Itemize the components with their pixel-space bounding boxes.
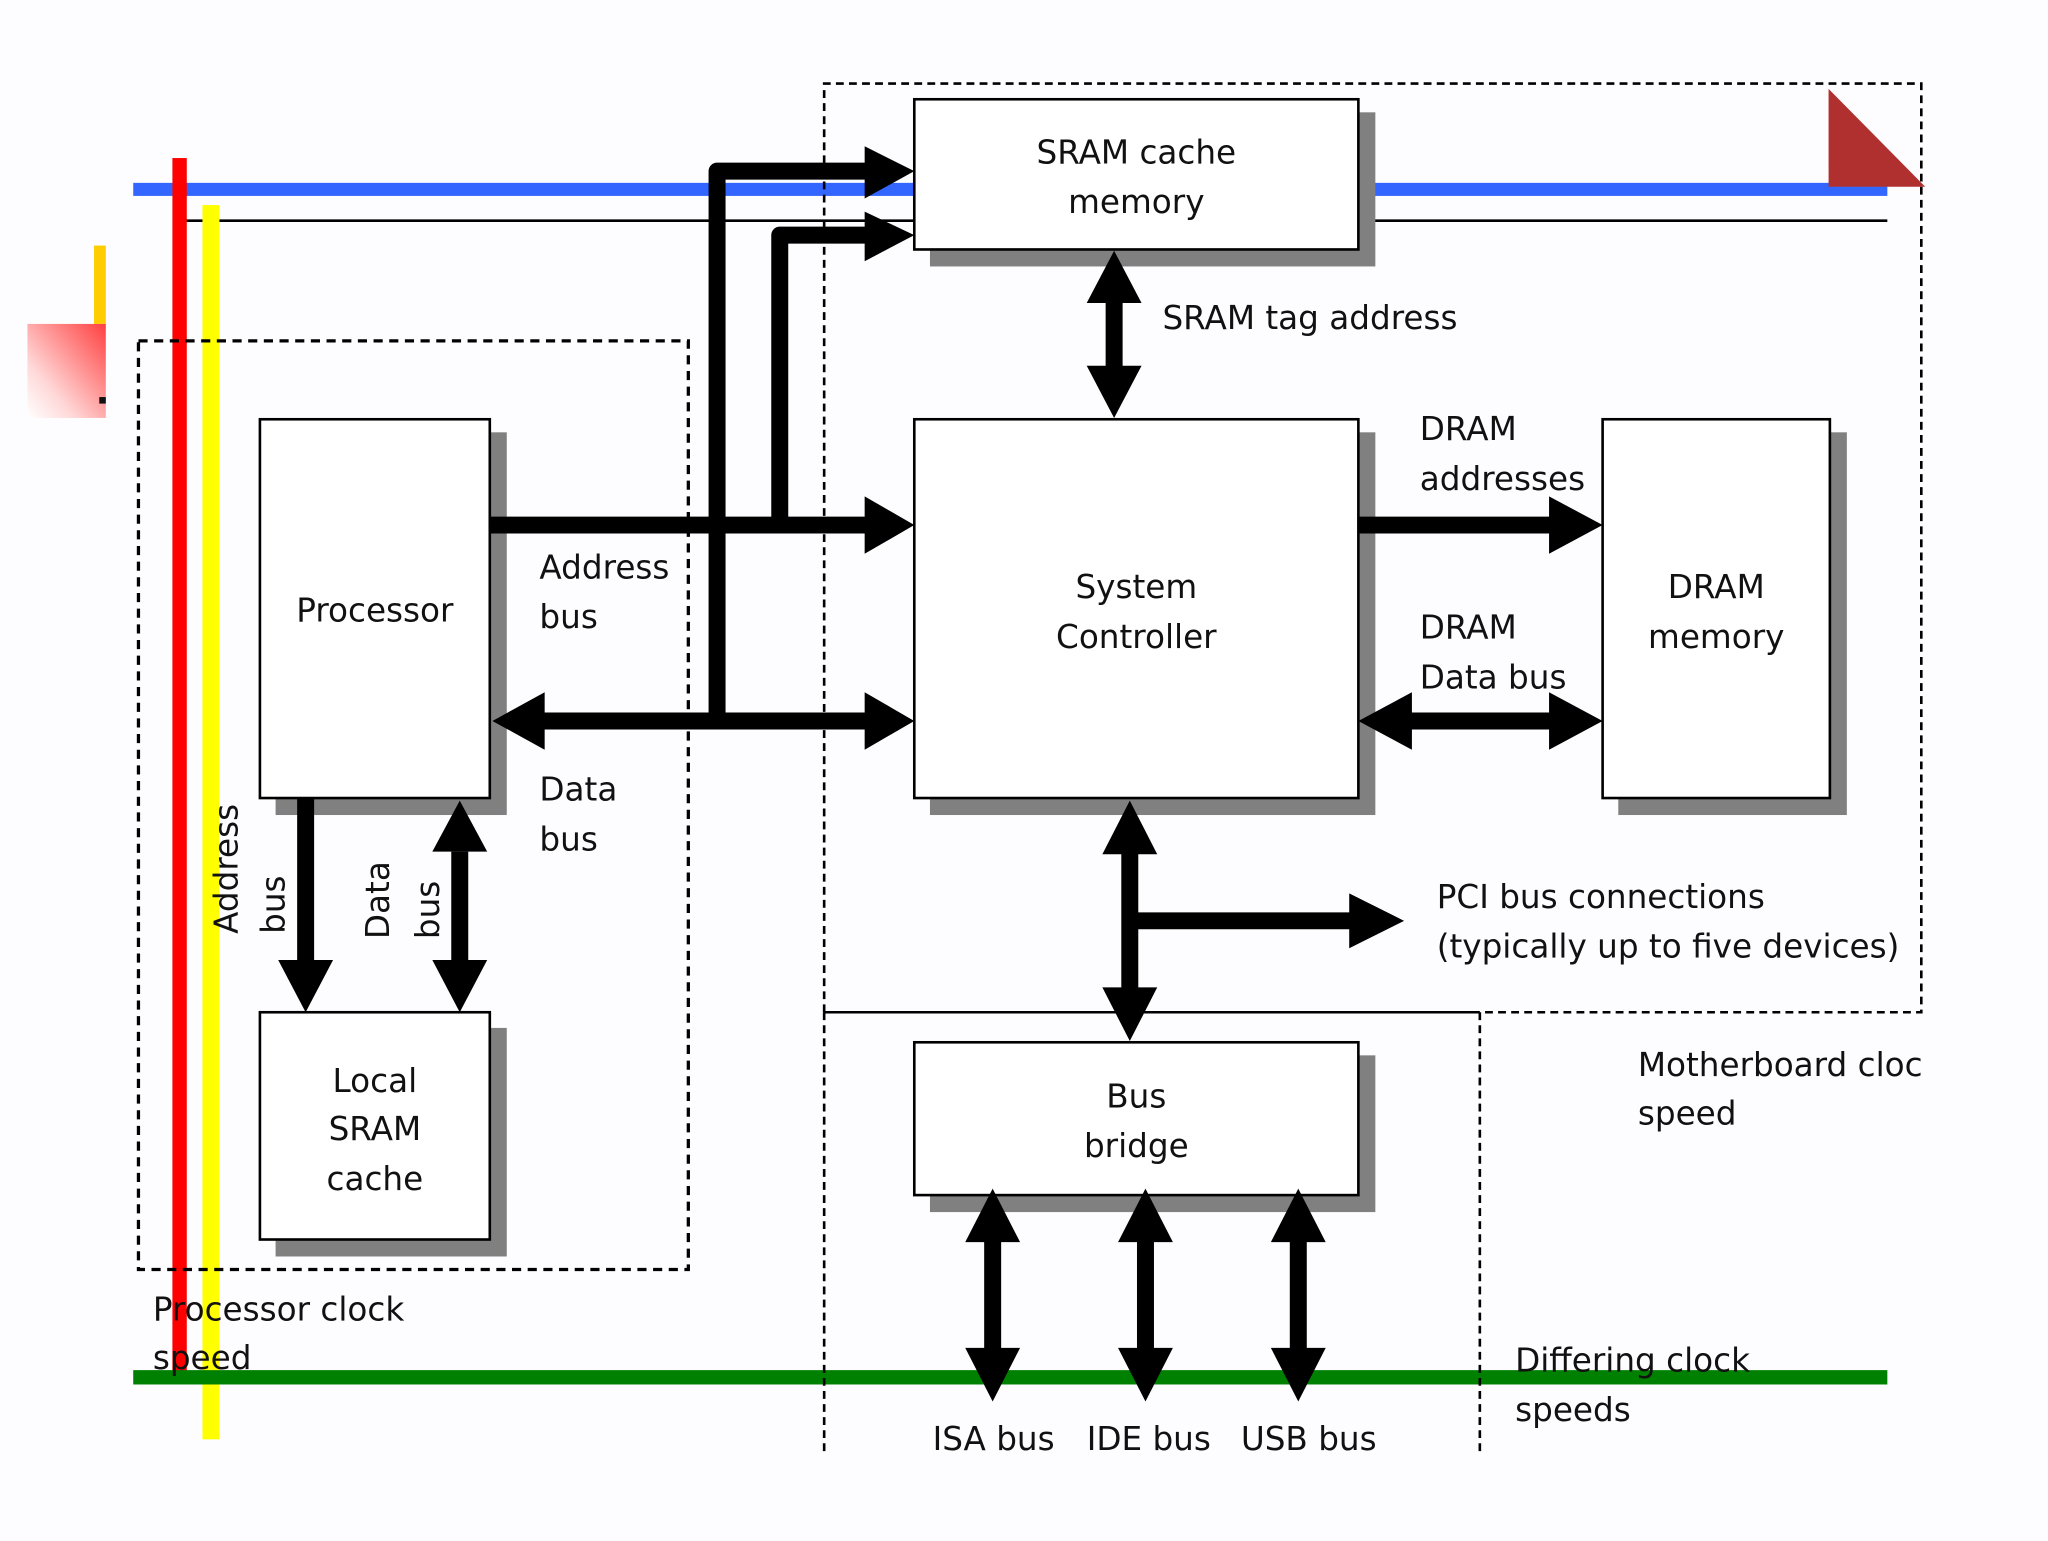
green-band <box>133 1370 1888 1385</box>
arrowhead-down <box>1102 987 1158 1041</box>
dram-memory-label-2: memory <box>1648 618 1784 656</box>
differing-clock-label-1: Differing clock <box>1515 1341 1750 1379</box>
arrowhead-down <box>432 960 488 1013</box>
local-sram-label-1: Local <box>333 1062 418 1100</box>
arrowhead-up <box>1270 1188 1326 1243</box>
dram-memory-box[interactable] <box>1601 417 1832 800</box>
arrowhead-down <box>278 960 334 1013</box>
arrowhead-right <box>864 146 915 199</box>
dram-data-bus-label-1: DRAM <box>1420 609 1517 647</box>
bus-bridge-box[interactable] <box>912 1040 1360 1197</box>
data-bus-label-2: bus <box>539 820 597 858</box>
dram-addresses-label-2: addresses <box>1420 460 1585 498</box>
arrowhead-down <box>1086 365 1142 418</box>
dram-addresses-label-1: DRAM <box>1420 410 1517 448</box>
sram-cache-label-2: memory <box>1068 183 1204 221</box>
arrowhead-left <box>1358 692 1412 750</box>
arrowhead-up <box>432 800 488 852</box>
motherboard-clock-label-1: Motherboard cloc <box>1638 1046 1923 1084</box>
address-bus-label-1: Address <box>539 549 669 587</box>
bus-bridge-label-1: Bus <box>1106 1078 1166 1116</box>
arrowhead-up <box>965 1188 1021 1243</box>
pci-label-2: (typically up to five devices) <box>1437 927 1900 965</box>
address-bus-label-2: bus <box>539 598 597 636</box>
processor-clock-label-1: Processor clock <box>153 1290 405 1328</box>
system-controller-box[interactable] <box>912 417 1360 800</box>
arrowhead-down <box>1270 1347 1326 1402</box>
arrowhead-right <box>1549 496 1603 554</box>
arrowhead-right <box>864 211 915 262</box>
local-data-label-1: Data <box>359 861 397 939</box>
local-sram-label-3: cache <box>327 1160 424 1198</box>
orange-accent-bar <box>94 245 106 324</box>
processor-box[interactable] <box>258 417 492 800</box>
dram-memory-label-1: DRAM <box>1668 568 1765 606</box>
sram-cache-label-1: SRAM cache <box>1037 133 1237 171</box>
pink-gradient-square <box>27 323 106 418</box>
arrowhead-left <box>492 692 545 750</box>
corner-triangle <box>1828 88 1926 187</box>
ide-bus-label: IDE bus <box>1087 1420 1211 1458</box>
dram-data-bus-label-2: Data bus <box>1420 658 1567 696</box>
data-bus-label-1: Data <box>539 771 617 809</box>
yellow-band <box>202 205 220 1440</box>
processor-label: Processor <box>296 592 454 630</box>
arrowhead-up <box>1086 250 1142 304</box>
local-address-label-2: bus <box>255 875 293 933</box>
motherboard-clock-domain <box>822 82 1923 1014</box>
arrowhead-right <box>1349 893 1405 949</box>
processor-clock-domain <box>136 339 690 1272</box>
black-dot <box>99 397 106 404</box>
arrowhead-down <box>1118 1347 1173 1402</box>
local-data-label-2: bus <box>409 881 447 939</box>
arrowhead-right <box>864 692 915 750</box>
pci-label-1: PCI bus connections <box>1437 878 1765 916</box>
local-address-label-1: Address <box>208 804 246 934</box>
processor-clock-label-2: speed <box>153 1339 252 1377</box>
arrowhead-up <box>1102 800 1158 855</box>
address-to-sram-line-2 <box>771 226 869 526</box>
system-controller-label-1: System <box>1075 568 1197 606</box>
sram-cache-memory-box[interactable] <box>912 97 1360 251</box>
sram-tag-address-label: SRAM tag address <box>1162 299 1457 337</box>
motherboard-clock-label-2: speed <box>1638 1095 1737 1133</box>
arrowhead-up <box>1118 1188 1173 1243</box>
system-controller-label-2: Controller <box>1056 618 1217 656</box>
red-band <box>172 158 187 1378</box>
local-sram-cache-box[interactable] <box>258 1010 492 1241</box>
arrowhead-down <box>965 1347 1021 1402</box>
local-sram-label-2: SRAM <box>329 1110 422 1148</box>
address-to-sram-line <box>708 162 869 721</box>
differing-clock-label-2: speeds <box>1515 1391 1631 1429</box>
arrowhead-right <box>1549 692 1603 750</box>
arrowhead-right <box>864 496 915 554</box>
usb-bus-label: USB bus <box>1241 1420 1377 1458</box>
isa-bus-label: ISA bus <box>933 1420 1055 1458</box>
bus-bridge-label-2: bridge <box>1084 1127 1189 1165</box>
